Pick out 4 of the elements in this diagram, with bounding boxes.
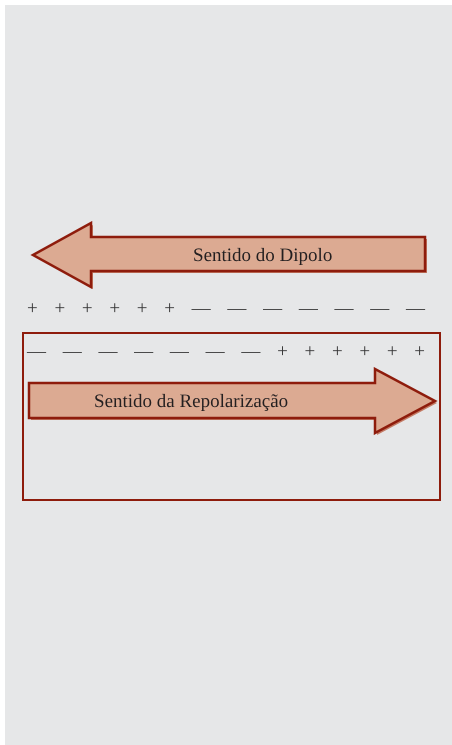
arrow-label: Sentido da Repolarização — [94, 392, 288, 411]
charge-signs: + + + + + + — — — — — — — — [27, 299, 425, 318]
arrow-label: Sentido do Dipolo — [193, 246, 332, 265]
charge-signs: — — — — — — — + + + + + + — [27, 342, 425, 361]
